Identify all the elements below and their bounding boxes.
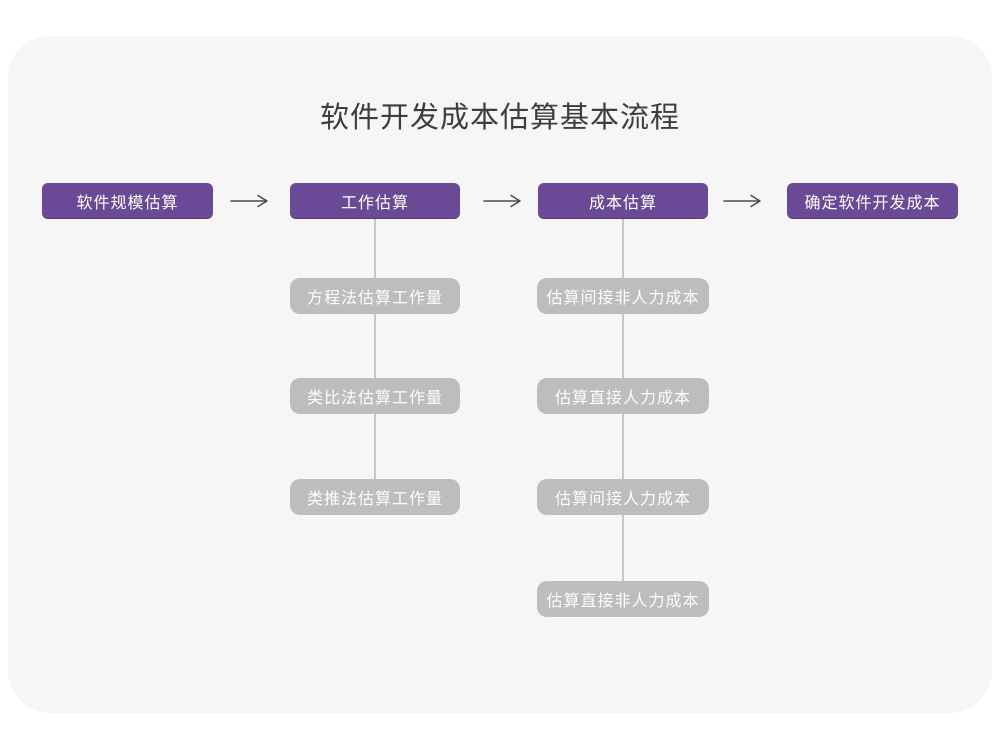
- arrow-right-icon: [483, 194, 523, 208]
- step-label: 成本估算: [588, 195, 657, 212]
- step-label: 软件规模估算: [76, 195, 179, 212]
- substep-box-indirect-nonlabor-cost: 估算间接非人力成本: [537, 278, 709, 314]
- substep-label: 估算间接人力成本: [554, 491, 691, 508]
- substep-label: 估算直接非人力成本: [546, 593, 700, 610]
- flowchart-card: [8, 36, 992, 713]
- substep-box-extrapolation-method: 类推法估算工作量: [290, 479, 460, 515]
- arrow-right-icon: [230, 194, 270, 208]
- substep-box-direct-labor-cost: 估算直接人力成本: [537, 378, 709, 414]
- substep-box-analogy-method: 类比法估算工作量: [290, 378, 460, 414]
- connector-line-work: [374, 219, 376, 497]
- substep-box-indirect-labor-cost: 估算间接人力成本: [537, 479, 709, 515]
- diagram-title: 软件开发成本估算基本流程: [319, 102, 680, 134]
- step-label: 工作估算: [340, 195, 409, 212]
- substep-label: 类比法估算工作量: [306, 390, 443, 407]
- step-box-final-cost: 确定软件开发成本: [787, 183, 958, 219]
- substep-label: 类推法估算工作量: [306, 491, 443, 508]
- substep-label: 方程法估算工作量: [306, 290, 443, 307]
- step-label: 确定软件开发成本: [804, 195, 941, 212]
- substep-box-direct-nonlabor-cost: 估算直接非人力成本: [537, 581, 709, 617]
- step-box-scale-estimation: 软件规模估算: [42, 183, 213, 219]
- substep-box-equation-method: 方程法估算工作量: [290, 278, 460, 314]
- step-box-work-estimation: 工作估算: [290, 183, 460, 219]
- substep-label: 估算间接非人力成本: [546, 290, 700, 307]
- arrow-right-icon: [723, 194, 763, 208]
- substep-label: 估算直接人力成本: [554, 390, 691, 407]
- step-box-cost-estimation: 成本估算: [538, 183, 708, 219]
